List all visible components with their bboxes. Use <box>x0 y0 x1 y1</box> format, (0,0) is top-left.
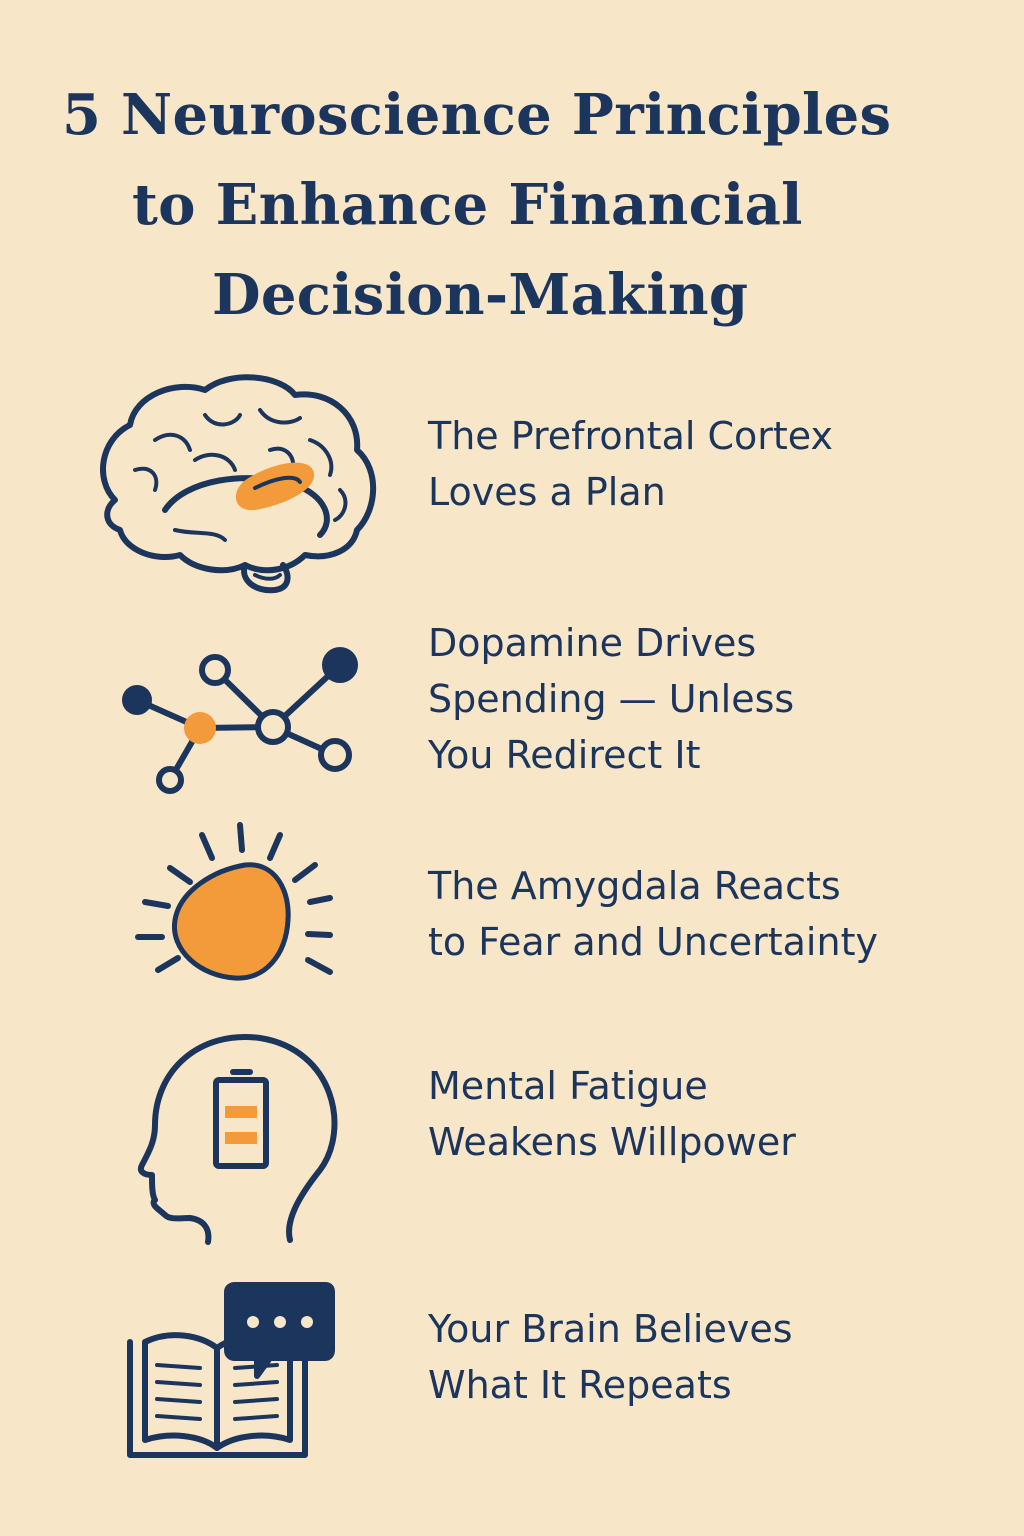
principle-1-line-1: The Prefrontal Cortex <box>428 414 833 458</box>
principle-label-4: Mental Fatigue Weakens Willpower <box>428 1058 796 1170</box>
principle-label-1: The Prefrontal Cortex Loves a Plan <box>428 408 833 520</box>
principle-5-line-1: Your Brain Believes <box>428 1307 793 1351</box>
principle-2-line-2: Spending — Unless <box>428 677 795 721</box>
head-battery-icon <box>130 1030 350 1255</box>
principle-1-line-2: Loves a Plan <box>428 470 666 514</box>
principle-4-line-2: Weakens Willpower <box>428 1120 796 1164</box>
principle-label-3: The Amygdala Reacts to Fear and Uncertai… <box>428 858 878 970</box>
title-line-2: to Enhance Financial <box>132 172 803 238</box>
principle-3-line-1: The Amygdala Reacts <box>428 864 841 908</box>
neuron-network-icon <box>115 630 360 800</box>
principle-label-5: Your Brain Believes What It Repeats <box>428 1301 793 1413</box>
principle-2-line-3: You Redirect It <box>428 733 701 777</box>
title-line-1: 5 Neuroscience Principles <box>62 82 892 148</box>
book-speech-bubble-icon <box>125 1280 340 1465</box>
title-line-3: Decision-Making <box>212 262 749 328</box>
brain-icon <box>95 370 380 600</box>
principle-2-line-1: Dopamine Drives <box>428 621 757 665</box>
principle-4-line-1: Mental Fatigue <box>428 1064 708 1108</box>
principle-5-line-2: What It Repeats <box>428 1363 732 1407</box>
principle-3-line-2: to Fear and Uncertainty <box>428 920 878 964</box>
amygdala-alert-icon <box>130 820 360 995</box>
principle-label-2: Dopamine Drives Spending — Unless You Re… <box>428 615 794 783</box>
